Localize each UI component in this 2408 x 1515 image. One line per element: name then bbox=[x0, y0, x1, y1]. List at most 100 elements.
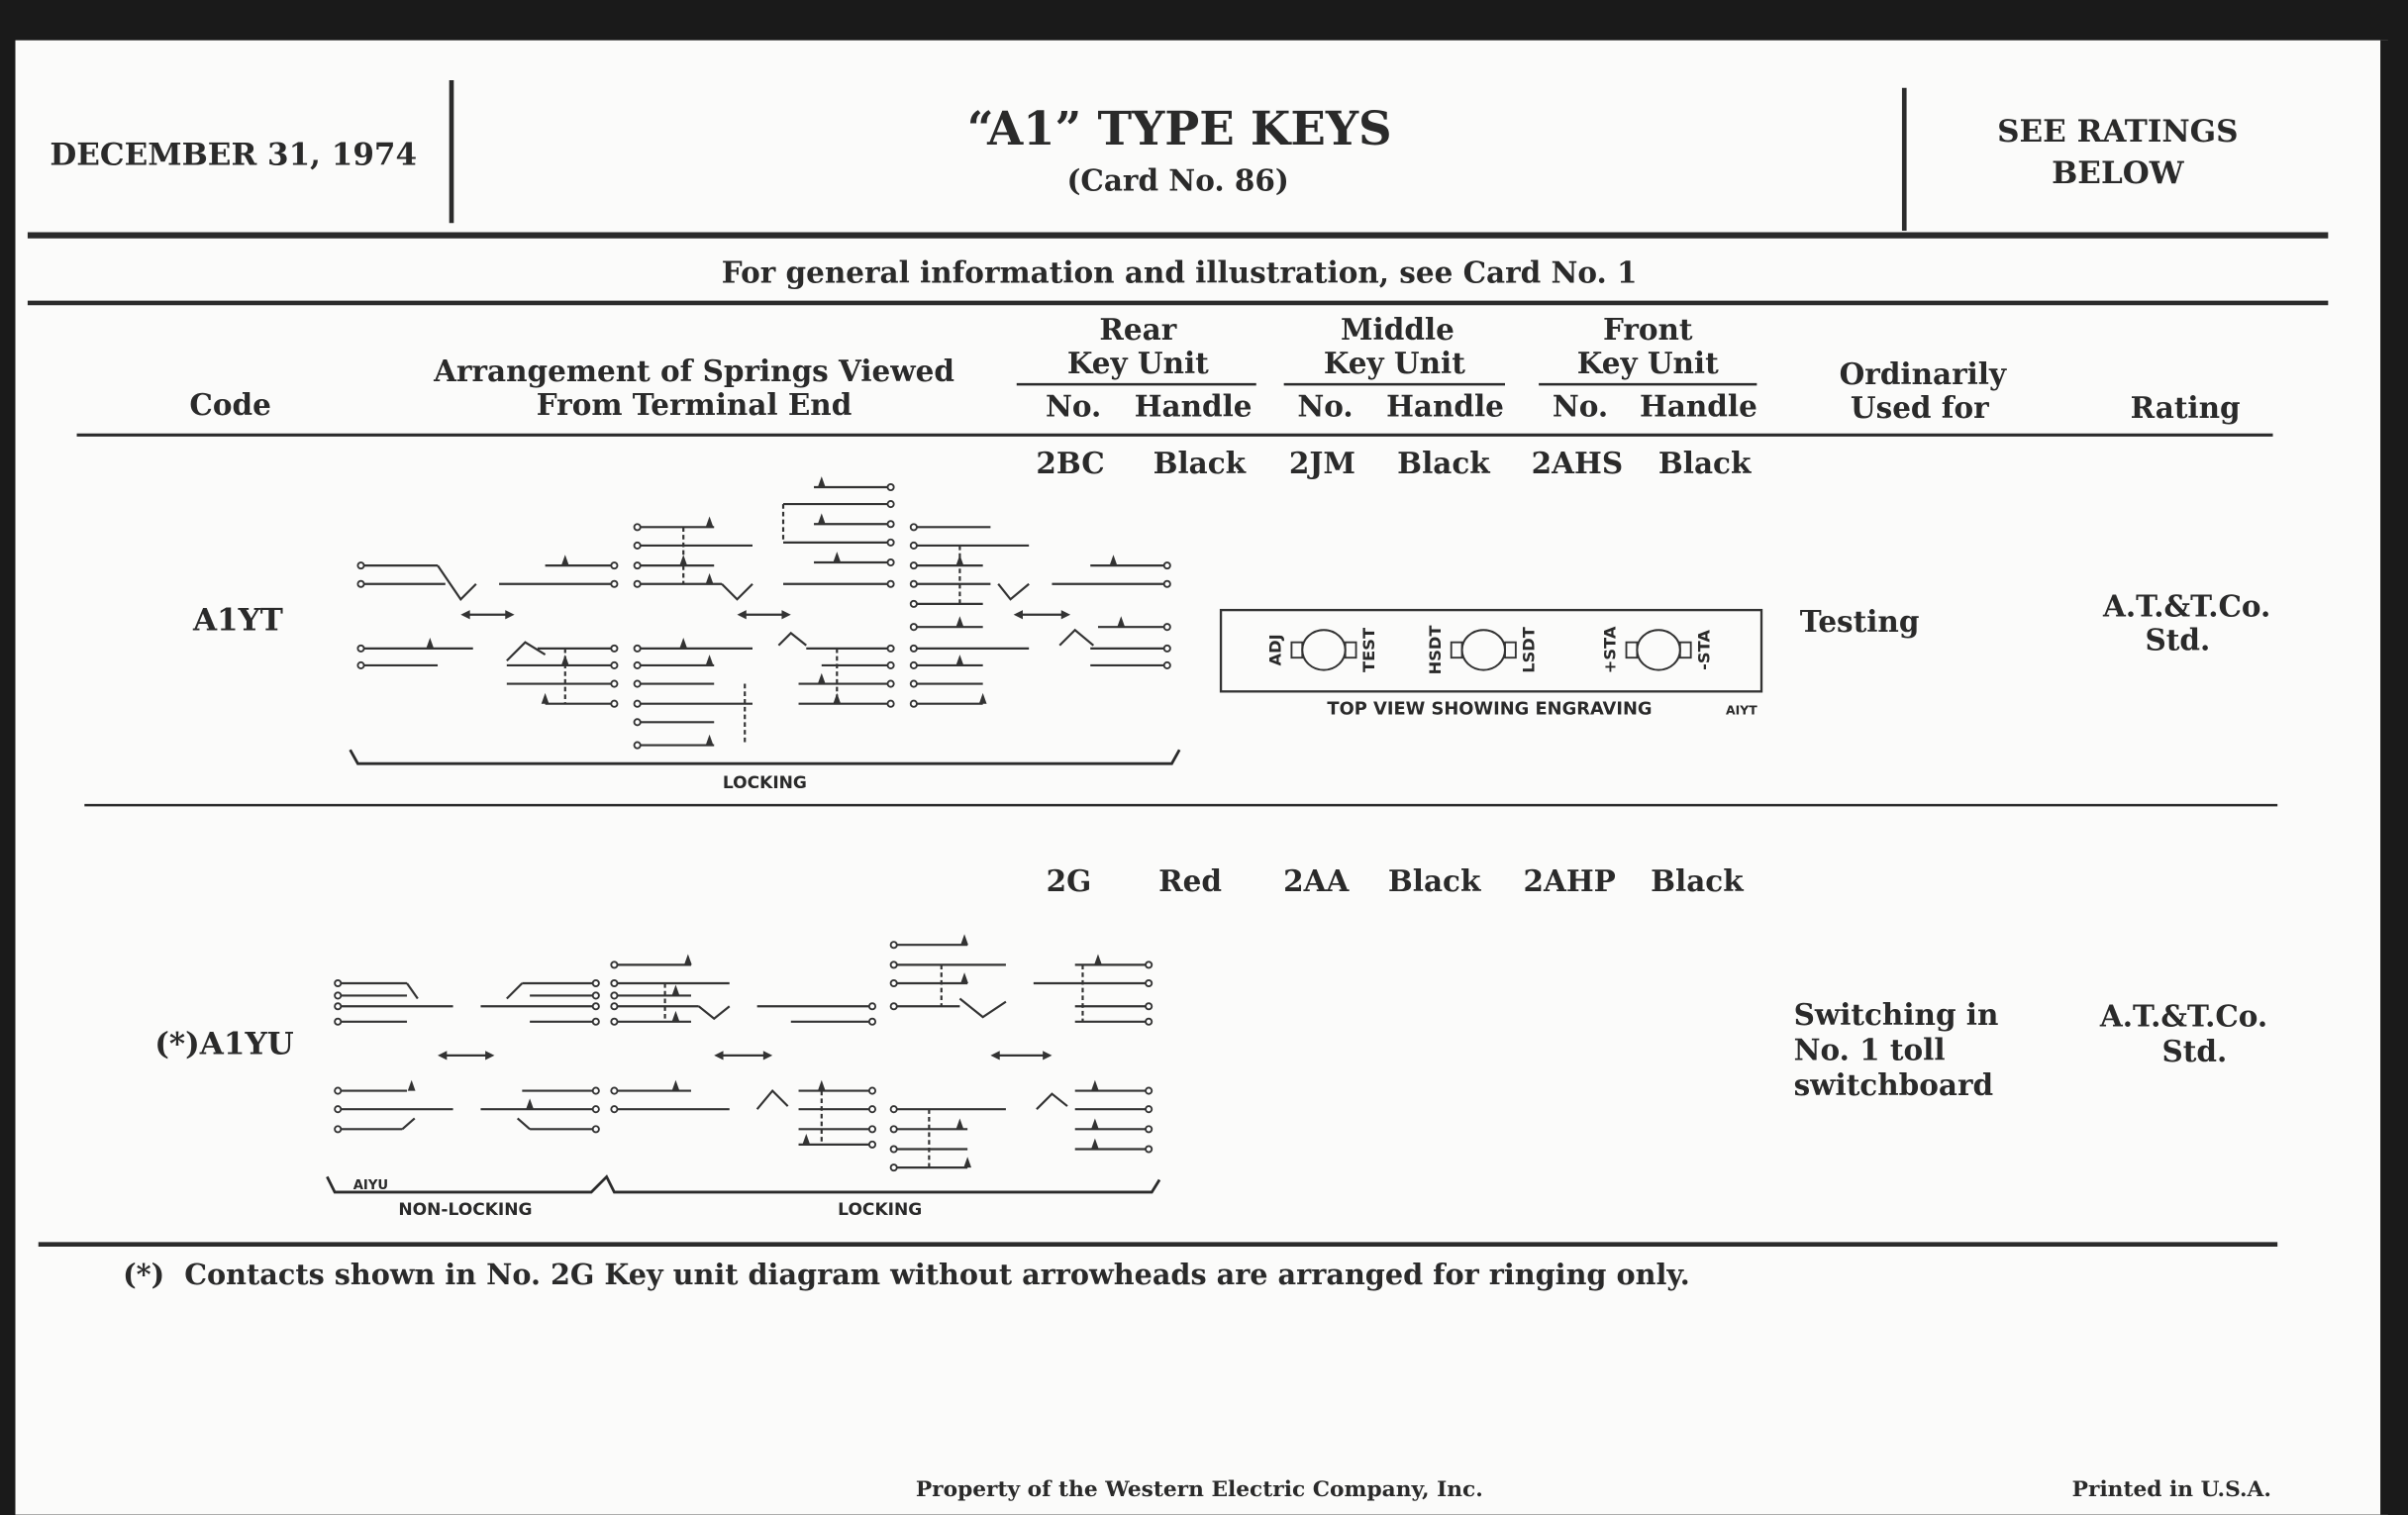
contact-arrowhead bbox=[817, 1079, 826, 1091]
terminal bbox=[610, 991, 619, 1000]
terminal bbox=[591, 978, 600, 988]
locking-label: LOCKING bbox=[723, 773, 807, 793]
terminal bbox=[591, 1017, 600, 1026]
terminal bbox=[909, 579, 918, 588]
terminal bbox=[610, 699, 619, 708]
arrow-right-icon bbox=[505, 610, 515, 620]
terminal bbox=[909, 660, 918, 669]
bent-spring bbox=[698, 1005, 731, 1021]
terminal bbox=[1145, 978, 1154, 988]
terminal bbox=[867, 1105, 877, 1114]
terminal bbox=[591, 1086, 600, 1095]
terminal bbox=[889, 960, 898, 969]
row-code: (*)A1YU bbox=[154, 1026, 293, 1061]
contact-arrowhead bbox=[1091, 1118, 1099, 1130]
terminal bbox=[633, 718, 642, 727]
arrow-right-icon bbox=[485, 1051, 495, 1060]
card-number: (Card No. 86) bbox=[1066, 163, 1288, 198]
terminal bbox=[334, 978, 343, 988]
table-row-a1yu: 2G Red 2AA Black 2AHP Black (*)A1YU Swit… bbox=[154, 863, 2267, 1102]
terminal bbox=[886, 520, 895, 529]
engraving-caption: TOP VIEW SHOWING ENGRAVING bbox=[1327, 699, 1652, 720]
terminal bbox=[889, 1145, 898, 1154]
header-arrangement-line1: Arrangement of Springs Viewed bbox=[433, 354, 954, 388]
terminal bbox=[886, 557, 895, 567]
terminal bbox=[610, 960, 619, 969]
engraving-label: -STA bbox=[1694, 630, 1713, 670]
contact-arrowhead bbox=[817, 513, 826, 525]
contact-arrowhead bbox=[817, 476, 826, 488]
contact-arrowhead bbox=[679, 638, 688, 649]
diagram-tag: AIYU bbox=[353, 1178, 388, 1193]
non-locking-label: NON-LOCKING bbox=[398, 1200, 532, 1220]
terminal bbox=[633, 523, 642, 532]
engraving-label: LSDT bbox=[1519, 626, 1538, 673]
terminal bbox=[867, 1017, 877, 1026]
header-rear-key-unit: Key Unit bbox=[1067, 346, 1209, 380]
rear-no: 2G bbox=[1047, 863, 1092, 898]
terminal bbox=[1162, 623, 1171, 632]
engraving-label: HSDT bbox=[1426, 625, 1445, 675]
locking-brackets bbox=[326, 1174, 1161, 1194]
terminal bbox=[356, 561, 365, 570]
terminal bbox=[610, 660, 619, 669]
header-code: Code bbox=[189, 387, 270, 422]
terminal bbox=[334, 1002, 343, 1011]
contact-arrowhead bbox=[1109, 555, 1118, 566]
general-info: For general information and illustration… bbox=[722, 255, 1638, 290]
terminal bbox=[610, 1086, 619, 1095]
contact-arrowhead bbox=[955, 616, 964, 628]
header-front-key-unit: Key Unit bbox=[1577, 346, 1719, 380]
terminal bbox=[889, 1163, 898, 1172]
terminal bbox=[867, 1125, 877, 1134]
header-rear-no: No. bbox=[1046, 389, 1101, 424]
row-code: A1YT bbox=[192, 602, 283, 638]
engraving-label: +STA bbox=[1601, 626, 1620, 673]
terminal bbox=[889, 1125, 898, 1134]
header-middle-key-unit: Key Unit bbox=[1324, 346, 1465, 380]
arrow-left-icon bbox=[1013, 610, 1023, 620]
contact-arrowhead bbox=[705, 655, 714, 665]
contact-arrowhead bbox=[802, 1134, 811, 1145]
contact-arrowhead bbox=[817, 672, 826, 684]
terminal bbox=[886, 500, 895, 509]
used-for-line2: No. 1 toll bbox=[1794, 1033, 1946, 1067]
contact-arrowhead bbox=[671, 1010, 680, 1022]
bent-spring bbox=[958, 997, 1007, 1019]
contact-arrowhead bbox=[541, 692, 550, 704]
front-handle: Black bbox=[1658, 446, 1752, 480]
bent-spring bbox=[406, 982, 419, 1000]
column-headers: Code Arrangement of Springs Viewed From … bbox=[189, 312, 2240, 425]
bent-spring bbox=[506, 641, 547, 662]
terminal bbox=[633, 741, 642, 750]
spring-diagram-a1yt bbox=[356, 476, 1171, 750]
header-arrangement-line2: From Terminal End bbox=[537, 387, 853, 422]
terminal bbox=[1162, 660, 1171, 669]
terminal bbox=[633, 660, 642, 669]
header-front: Front bbox=[1603, 312, 1693, 347]
contact-arrowhead bbox=[955, 1118, 964, 1130]
rating-line1: A.T.&T.Co. bbox=[2099, 998, 2267, 1033]
terminal bbox=[1145, 960, 1154, 969]
terminal bbox=[1145, 1086, 1154, 1095]
terminal bbox=[610, 679, 619, 688]
spring-diagram-a1yu bbox=[334, 934, 1154, 1172]
header-middle-handle: Handle bbox=[1386, 389, 1504, 424]
terminal bbox=[909, 623, 918, 632]
front-handle: Black bbox=[1651, 863, 1744, 898]
terminal bbox=[867, 1140, 877, 1149]
contact-arrowhead bbox=[833, 552, 842, 563]
contact-arrowhead bbox=[671, 1079, 680, 1091]
contact-arrowhead bbox=[963, 1157, 972, 1168]
middle-handle: Black bbox=[1397, 446, 1490, 480]
terminal bbox=[886, 660, 895, 669]
bent-spring bbox=[755, 1088, 789, 1110]
terminal bbox=[909, 599, 918, 608]
ratings-note-line2: BELOW bbox=[2052, 155, 2185, 191]
terminal bbox=[886, 482, 895, 492]
header-middle-no: No. bbox=[1297, 389, 1353, 424]
terminal bbox=[1162, 579, 1171, 588]
contact-arrowhead bbox=[1091, 1079, 1099, 1091]
terminal bbox=[909, 644, 918, 653]
terminal bbox=[610, 1105, 619, 1114]
